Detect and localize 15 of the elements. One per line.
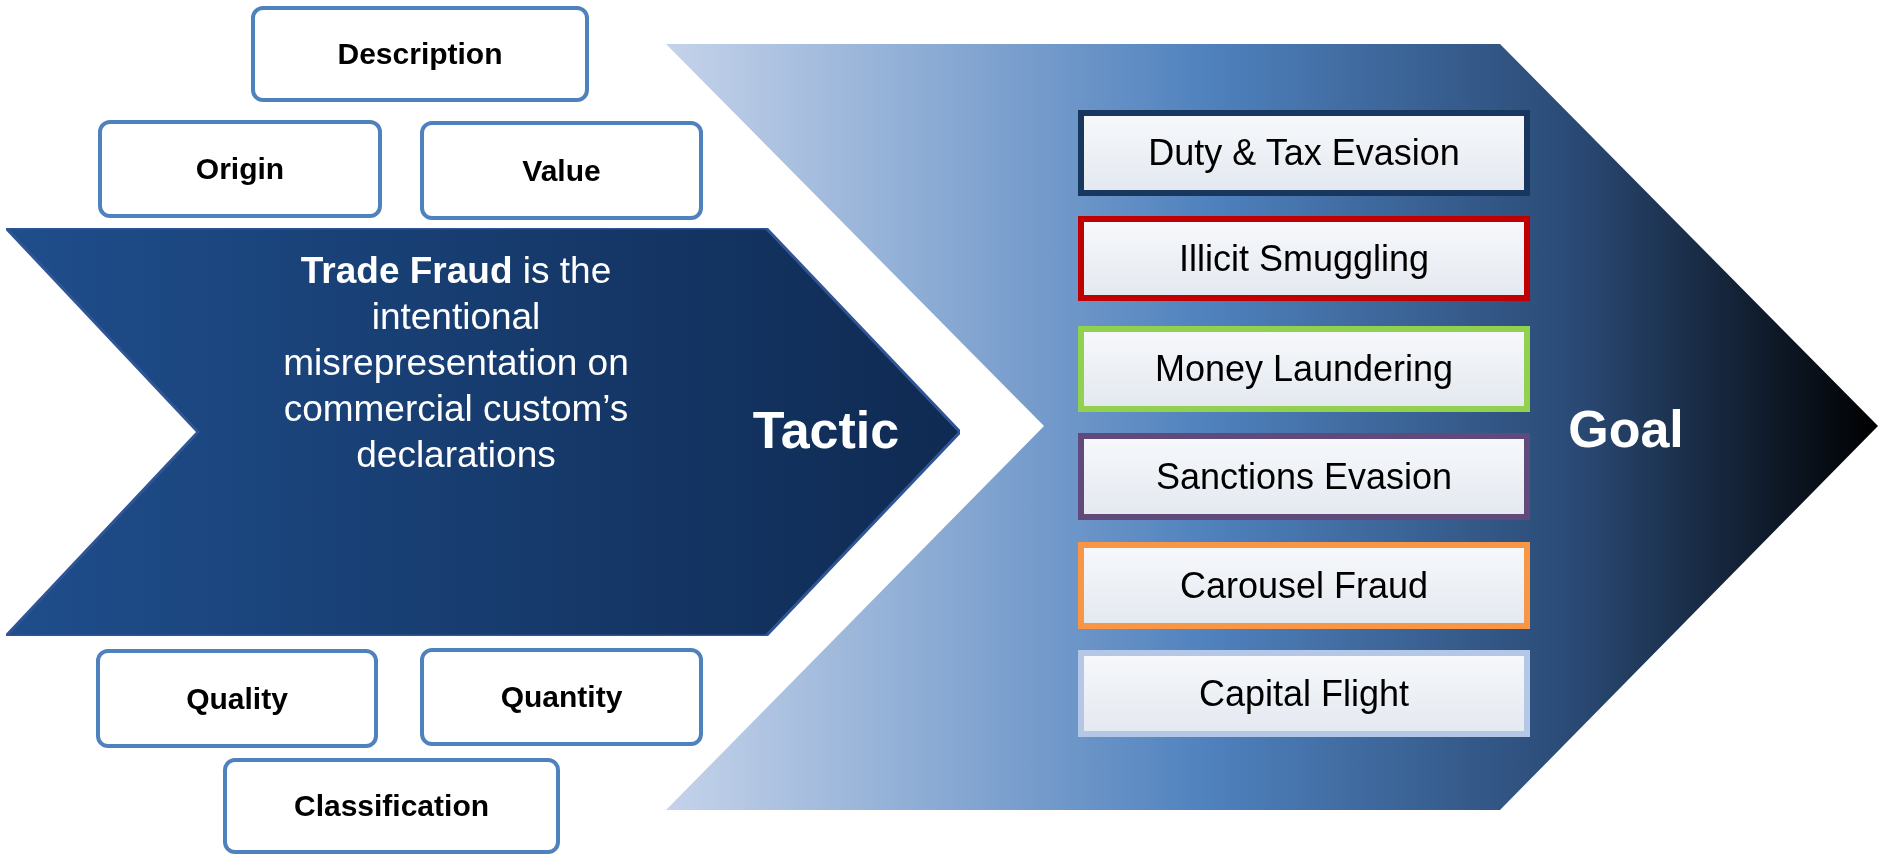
goal-box: Illicit Smuggling [1078, 216, 1530, 301]
tactic-label: Tactic [751, 400, 901, 460]
description-text: Trade Fraud is the intentional misrepresentation on commercial custom’s declarations [282, 249, 630, 477]
goal-box: Carousel Fraud [1078, 542, 1530, 629]
goal-box: Money Laundering [1078, 326, 1530, 412]
attribute-box: Description [251, 6, 589, 102]
attribute-box: Value [420, 121, 703, 220]
attribute-box: Classification [223, 758, 560, 854]
attribute-box: Quality [96, 649, 378, 748]
goal-box: Duty & Tax Evasion [1078, 110, 1530, 196]
attribute-box: Origin [98, 120, 382, 218]
goal-label: Goal [1567, 399, 1685, 459]
attribute-box: Quantity [420, 648, 703, 746]
goal-box: Sanctions Evasion [1078, 433, 1530, 520]
goal-box: Capital Flight [1078, 650, 1530, 737]
